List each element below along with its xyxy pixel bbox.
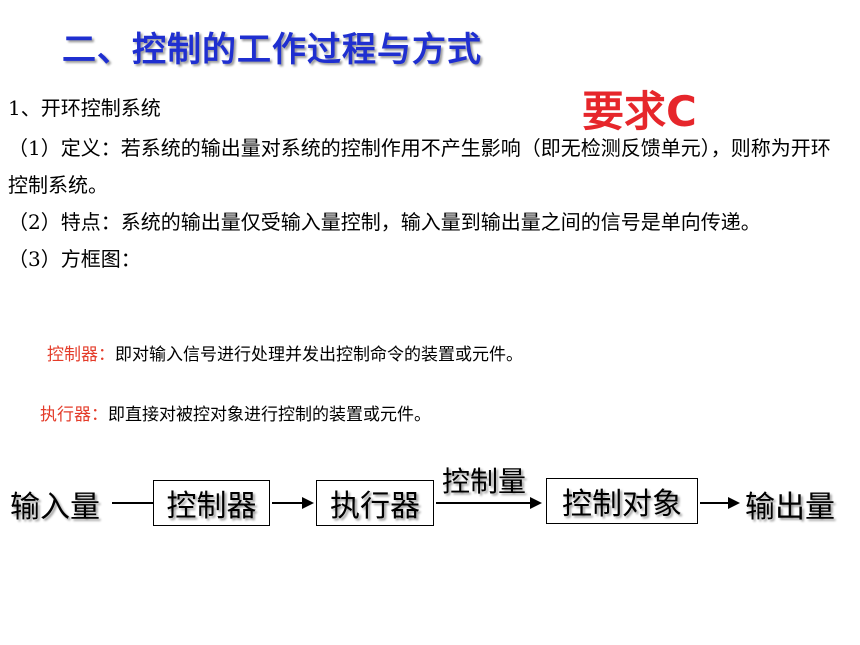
section-heading: 1、开环控制系统	[8, 96, 161, 120]
actuator-term: 执行器：	[40, 405, 108, 425]
arrow-head-icon	[728, 497, 740, 509]
controller-to-actuator-line	[272, 502, 304, 504]
body-text: （1）定义：若系统的输出量对系统的控制作用不产生影响（即无检测反馈单元），则称为…	[8, 130, 844, 278]
controller-definition: 控制器：即对输入信号进行处理并发出控制命令的装置或元件。	[47, 340, 523, 365]
input-label: 输入量	[10, 490, 100, 525]
feature-text: （2）特点：系统的输出量仅受输入量控制，输入量到输出量之间的信号是单向传递。	[8, 210, 761, 234]
input-line	[112, 502, 154, 504]
control-variable-label: 控制量	[442, 465, 527, 498]
object-box: 控制对象	[546, 478, 698, 524]
arrow-head-icon	[530, 497, 542, 509]
definition-text: （1）定义：若系统的输出量对系统的控制作用不产生影响（即无检测反馈单元），则称为…	[8, 136, 831, 197]
output-label: 输出量	[745, 490, 835, 525]
actuator-definition: 执行器：即直接对被控对象进行控制的装置或元件。	[40, 400, 431, 425]
controller-term: 控制器：	[47, 345, 115, 365]
controller-desc: 即对输入信号进行处理并发出控制命令的装置或元件。	[115, 345, 523, 365]
block-diagram: 输入量 控制器 执行器 控制量 控制对象 输出量	[0, 440, 860, 550]
actuator-desc: 即直接对被控对象进行控制的装置或元件。	[108, 405, 431, 425]
actuator-box: 执行器	[316, 480, 434, 526]
arrow-head-icon	[302, 497, 314, 509]
actuator-to-object-line	[436, 502, 532, 504]
diagram-heading: （3）方框图：	[8, 247, 141, 271]
object-to-output-line	[700, 502, 730, 504]
requirement-label: 要求C	[582, 87, 697, 136]
controller-box: 控制器	[153, 480, 270, 526]
slide-title: 二、控制的工作过程与方式	[62, 30, 482, 70]
